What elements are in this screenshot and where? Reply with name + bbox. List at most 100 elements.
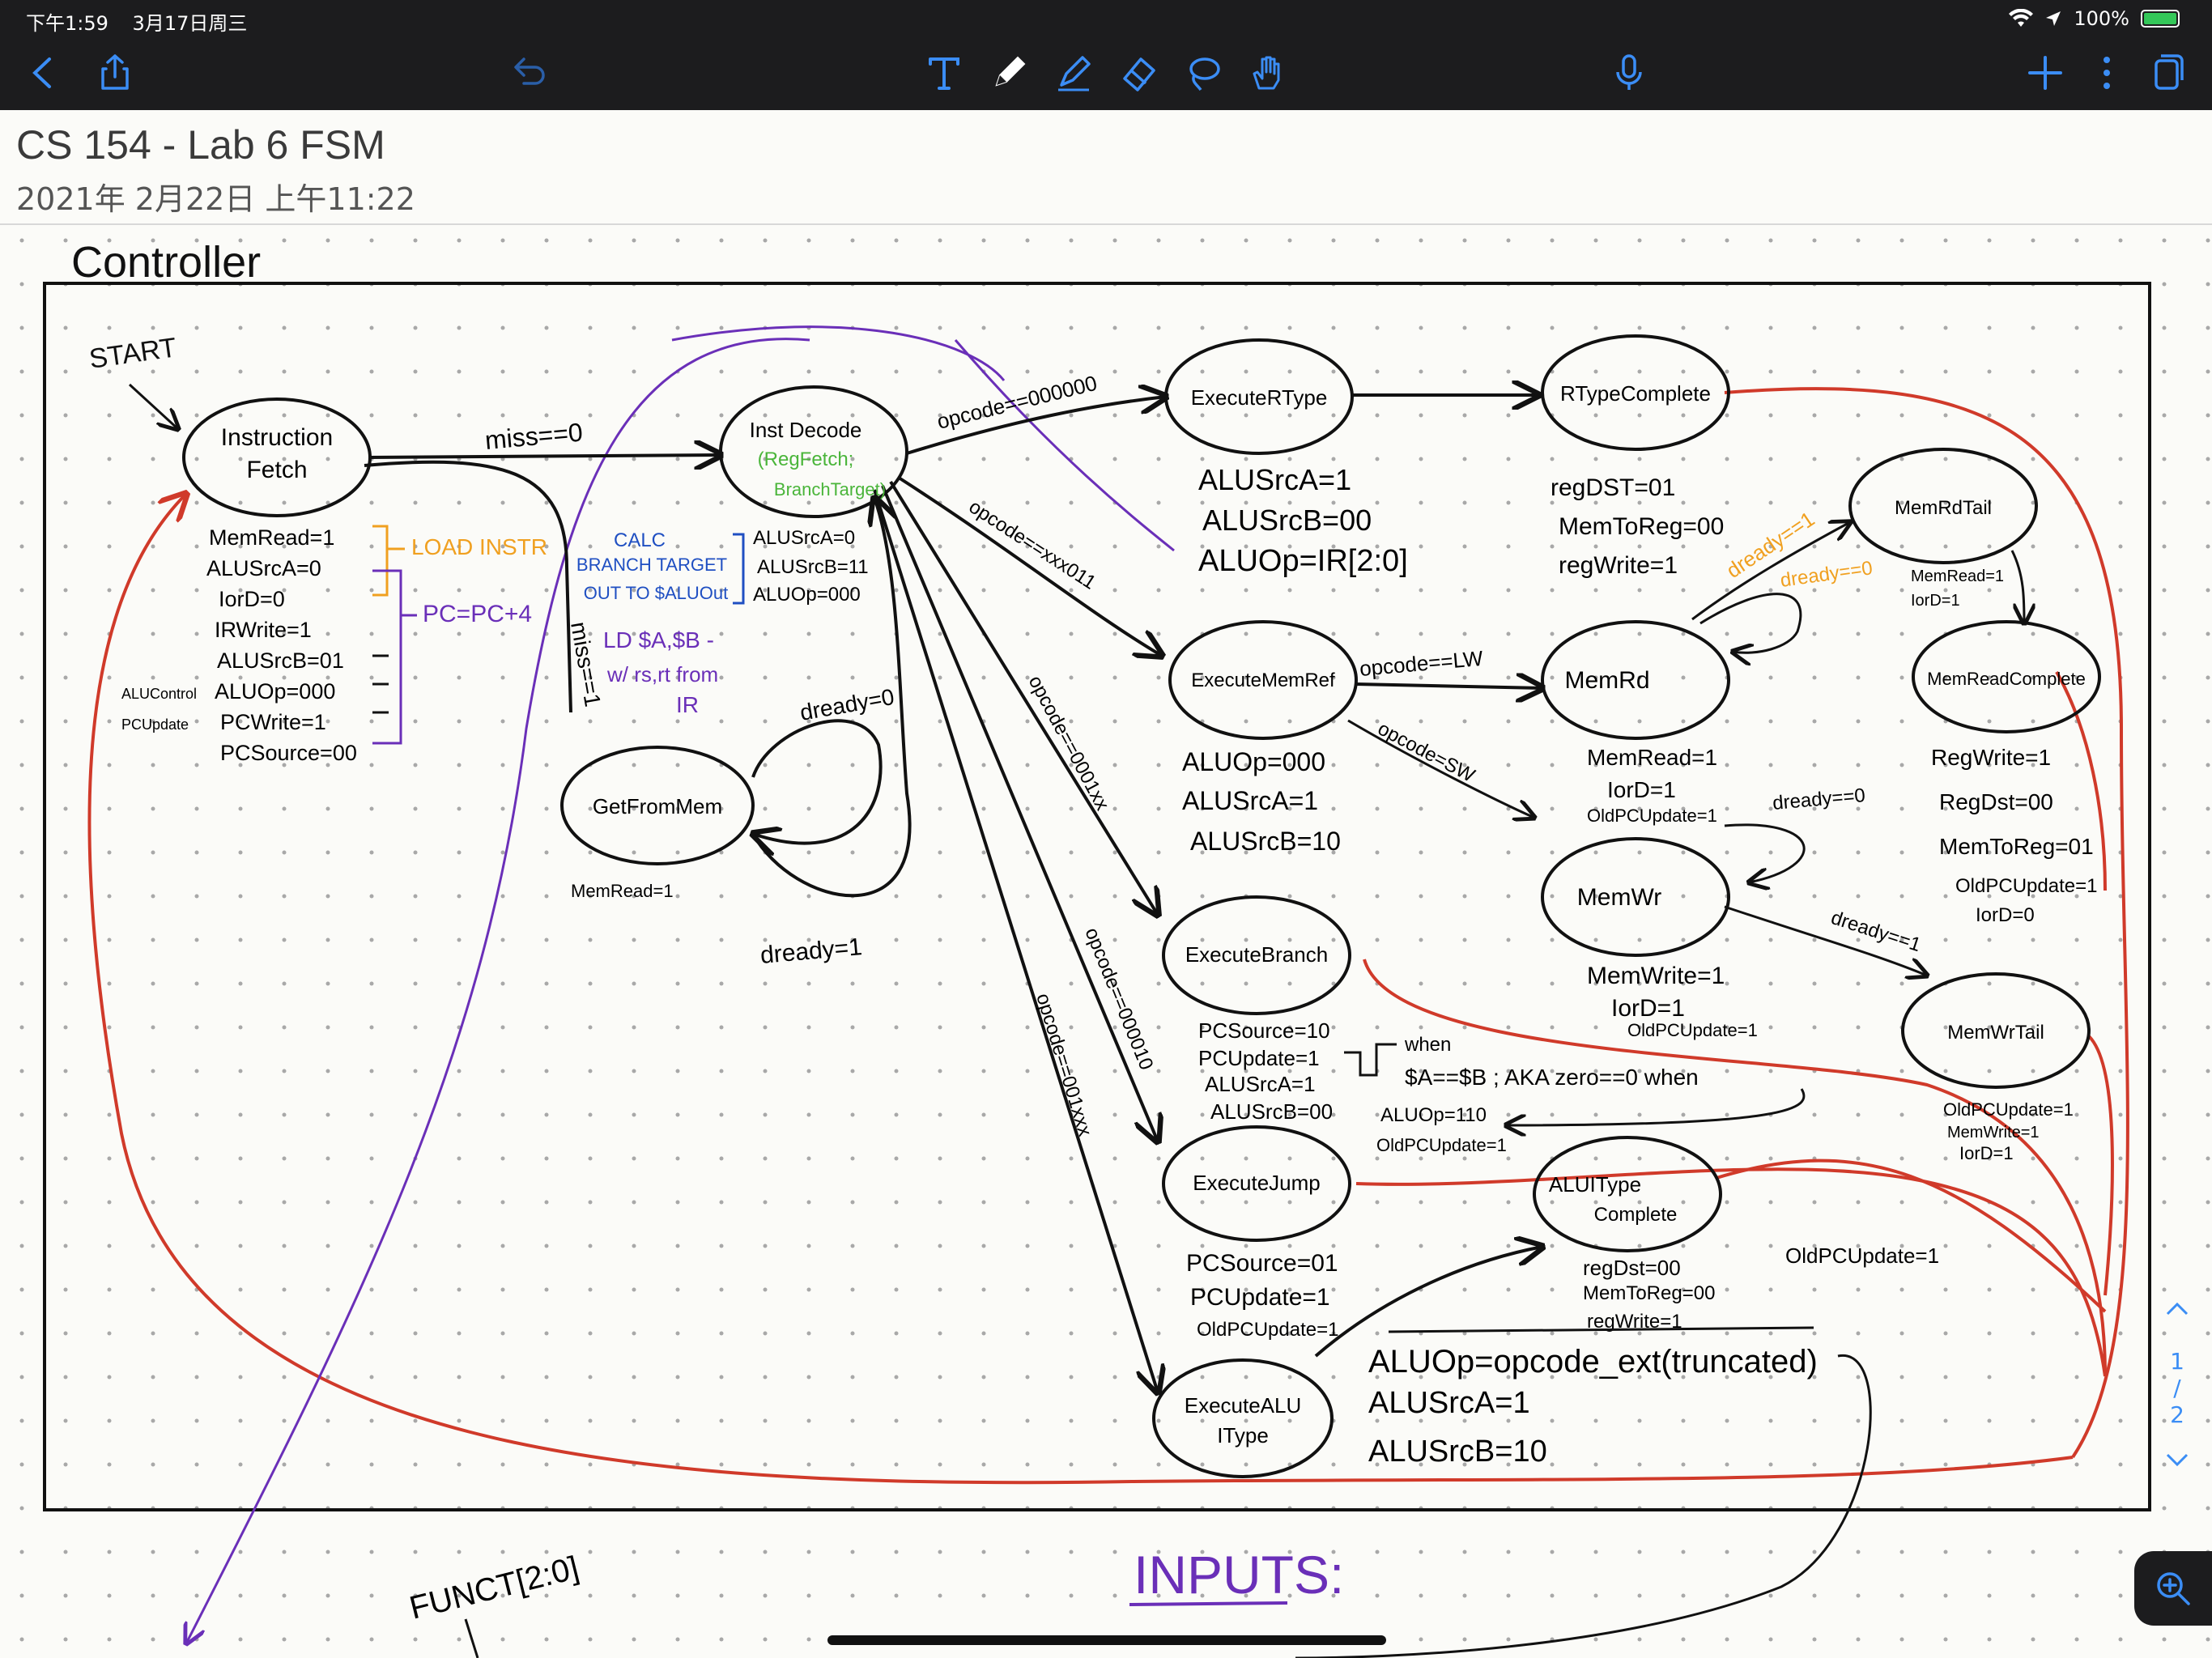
state-mem-rd[interactable]: MemRd bbox=[1541, 620, 1730, 740]
bracket-load-instr bbox=[372, 525, 405, 597]
hand-tool-button[interactable] bbox=[1242, 47, 1294, 99]
state-mem-wr-tail[interactable]: MemWrTail bbox=[1901, 972, 2091, 1089]
fetch-signal: IRWrite=1 bbox=[215, 618, 312, 642]
state-mem-rd-tail[interactable]: MemRdTail bbox=[1848, 448, 2038, 564]
memwr-signal: IorD=1 bbox=[1611, 995, 1685, 1022]
branch-signal: ALUSrcA=1 bbox=[1205, 1072, 1316, 1096]
state-mem-read-complete[interactable]: MemReadComplete bbox=[1912, 620, 2101, 733]
home-indicator[interactable] bbox=[827, 1635, 1386, 1645]
chevron-left-icon bbox=[32, 57, 51, 88]
state-alui-complete-line1: ALUIType bbox=[1549, 1172, 1641, 1197]
back-button[interactable] bbox=[18, 47, 70, 99]
alui-underline bbox=[1388, 1326, 1814, 1333]
state-instruction-fetch[interactable]: Instruction Fetch bbox=[182, 397, 372, 517]
inputs-underline bbox=[1129, 1601, 1288, 1606]
state-branch-label: ExecuteBranch bbox=[1185, 942, 1328, 967]
decode-calc-line1: CALC bbox=[614, 529, 666, 551]
memref-signal: ALUOp=000 bbox=[1182, 747, 1325, 776]
state-execute-jump[interactable]: ExecuteJump bbox=[1162, 1125, 1351, 1242]
fetch-load-label: LOAD INSTR bbox=[411, 534, 547, 559]
document-date: 2021年 2月22日 上午11:22 bbox=[16, 181, 415, 217]
pages-icon bbox=[2155, 54, 2184, 90]
return-loop-jump bbox=[1355, 1167, 2107, 1377]
rtype-complete-signal: MemToReg=00 bbox=[1559, 513, 1724, 540]
branch-when-label: when bbox=[1404, 1034, 1451, 1056]
highlighter-button[interactable] bbox=[1048, 47, 1100, 99]
arrow-memrd-to-tail bbox=[1691, 522, 1850, 621]
pen-tool-button[interactable] bbox=[983, 47, 1035, 99]
state-execute-branch[interactable]: ExecuteBranch bbox=[1162, 895, 1351, 1015]
rtype-signal: ALUSrcA=1 bbox=[1198, 463, 1351, 496]
fetch-group-pcupdate: PCUpdate bbox=[121, 716, 189, 733]
fetch-group-alucontrol: ALUControl bbox=[121, 686, 197, 702]
zoom-in-icon bbox=[2157, 1572, 2190, 1605]
chevron-up-icon[interactable] bbox=[2165, 1300, 2189, 1316]
arrow-tail-to-readcomplete bbox=[2010, 550, 2024, 623]
eraser-icon bbox=[1123, 57, 1155, 91]
status-bar: 下午1:59 3月17日周三 100% bbox=[0, 0, 2212, 39]
microphone-button[interactable] bbox=[1603, 47, 1655, 99]
document-title[interactable]: CS 154 - Lab 6 FSM bbox=[16, 122, 385, 168]
decode-signal: ALUOp=000 bbox=[753, 584, 861, 606]
alui-signal: ALUSrcA=1 bbox=[1368, 1386, 1530, 1420]
chevron-down-icon[interactable] bbox=[2165, 1452, 2189, 1469]
add-page-button[interactable] bbox=[2019, 47, 2071, 99]
arrow-memref-to-memwr bbox=[1347, 719, 1534, 818]
pages-button[interactable] bbox=[2141, 47, 2193, 99]
memwrtail-signal: IorD=1 bbox=[1959, 1143, 2014, 1163]
text-tool-button[interactable] bbox=[918, 47, 970, 99]
state-alu-itype-complete[interactable]: ALUIType Complete bbox=[1533, 1136, 1722, 1252]
decode-ld-line2: w/ rs,rt from bbox=[606, 662, 718, 687]
branch-aluop: ALUOp=110 bbox=[1380, 1104, 1487, 1126]
return-loop-rtype bbox=[1724, 387, 2129, 1459]
memrd-signal: MemRead=1 bbox=[1587, 745, 1717, 770]
fetch-signal: PCSource=00 bbox=[220, 741, 357, 765]
lasso-button[interactable] bbox=[1177, 47, 1229, 99]
plus-icon bbox=[2028, 56, 2062, 90]
memreadcomplete-signal: IorD=0 bbox=[1976, 904, 2035, 926]
arrow-decode-to-branch bbox=[889, 480, 1158, 915]
hand-icon bbox=[1253, 56, 1280, 90]
wifi-icon bbox=[2009, 9, 2034, 27]
loop-memwr-self bbox=[1724, 823, 1806, 882]
memwr-signal: MemWrite=1 bbox=[1587, 963, 1725, 989]
note-canvas[interactable]: Controller START miss==0 miss==1 dready=… bbox=[0, 225, 2212, 1658]
alui-signal: ALUSrcB=10 bbox=[1368, 1435, 1547, 1469]
zoom-button[interactable] bbox=[2134, 1551, 2212, 1626]
memreadcomplete-signal: MemToReg=01 bbox=[1939, 834, 2094, 859]
undo-icon bbox=[514, 57, 545, 85]
state-mem-wr[interactable]: MemWr bbox=[1541, 837, 1730, 957]
state-decode-label: Inst Decode bbox=[750, 418, 862, 442]
state-inst-decode[interactable]: Inst Decode (RegFetch; BranchTarget) bbox=[719, 385, 908, 518]
controller-frame bbox=[43, 282, 2151, 1511]
bracket-pc-plus-4 bbox=[372, 569, 417, 745]
funct-line bbox=[464, 1618, 479, 1658]
highlighter-icon bbox=[1058, 56, 1091, 91]
share-button[interactable] bbox=[89, 47, 141, 99]
microphone-icon bbox=[1616, 54, 1642, 90]
state-execute-alu-itype[interactable]: ExecuteALU IType bbox=[1152, 1358, 1334, 1478]
state-memwrtail-label: MemWrTail bbox=[1947, 1022, 2044, 1044]
branch-signal: PCUpdate=1 bbox=[1198, 1046, 1320, 1070]
state-get-from-mem[interactable]: GetFromMem bbox=[560, 746, 755, 865]
arrow-memref-to-memrd bbox=[1355, 684, 1542, 688]
fetch-signal: ALUSrcA=0 bbox=[206, 556, 321, 580]
state-execute-memref[interactable]: ExecuteMemRef bbox=[1168, 620, 1358, 740]
arrow-decode-to-alui bbox=[873, 489, 1158, 1392]
more-button[interactable] bbox=[2081, 47, 2133, 99]
state-jump-label: ExecuteJump bbox=[1193, 1171, 1321, 1195]
fetch-signal: PCWrite=1 bbox=[220, 710, 326, 734]
share-icon bbox=[101, 54, 129, 90]
state-getmem-label: GetFromMem bbox=[593, 794, 722, 818]
undo-button[interactable] bbox=[502, 47, 554, 99]
state-rtype-complete-label: RTypeComplete bbox=[1560, 381, 1711, 406]
eraser-button[interactable] bbox=[1112, 47, 1164, 99]
state-rtype-complete[interactable]: RTypeComplete bbox=[1541, 334, 1730, 451]
state-execute-rtype[interactable]: ExecuteRType bbox=[1164, 338, 1354, 455]
alui-signal: ALUOp=opcode_ext(truncated) bbox=[1368, 1344, 1818, 1380]
arrow-decode-to-rtype bbox=[906, 397, 1166, 455]
text-tool-icon bbox=[929, 57, 959, 90]
loop-memrd-self bbox=[1699, 593, 1802, 653]
page-total: 2 bbox=[2170, 1401, 2184, 1428]
decode-ld-line3: IR bbox=[676, 692, 699, 717]
